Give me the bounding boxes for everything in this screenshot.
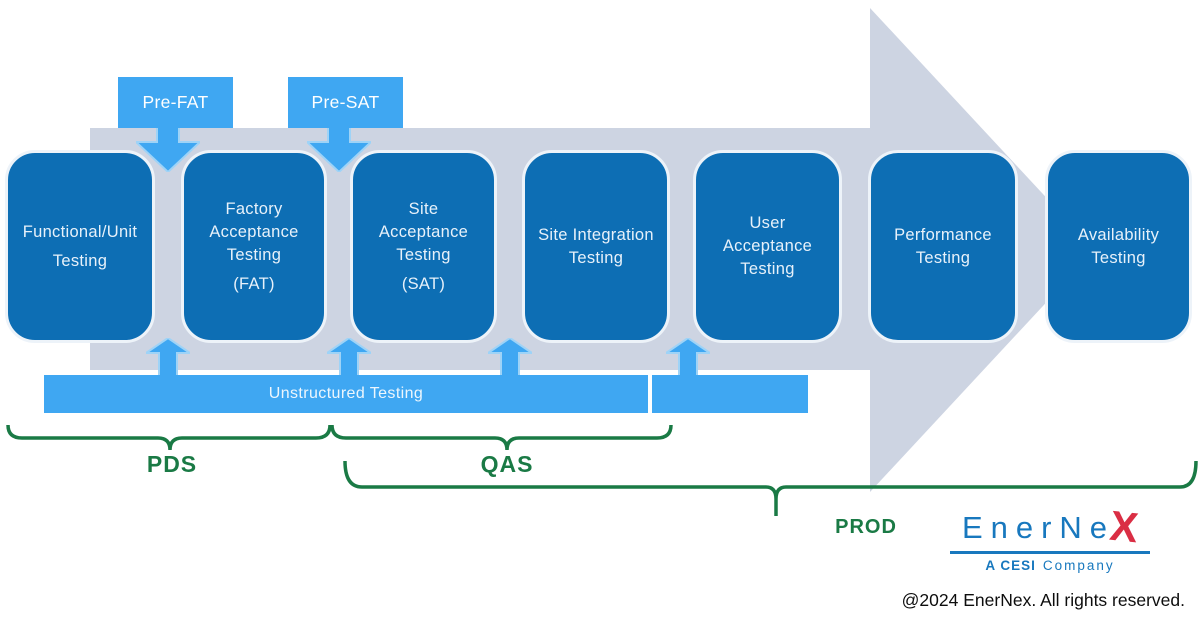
unstructured-up-arrow-icon [488,338,532,378]
unstructured-testing-label: Unstructured Testing [268,385,424,402]
environment-label-prod: PROD [835,516,897,538]
pre-sat-tag: Pre-SAT [288,77,403,128]
unstructured-up-arrow-icon [666,338,710,378]
environment-label-qas: QAS [480,451,534,477]
enernex-logo-rule [950,551,1150,554]
phase-line: Testing [1091,248,1146,267]
pre-fat-label: Pre-FAT [142,92,209,112]
unstructured-up-arrow-icon [146,338,190,378]
phase-line: Acceptance [722,237,813,255]
phase-line: Testing [52,251,108,270]
phase-line: Acceptance [209,222,299,241]
unstructured-testing-bar-segment [652,375,808,413]
enernex-logo-wordmark: EnerNeX [940,500,1160,552]
pre-fat-down-arrow-icon [136,126,200,172]
pre-sat-label: Pre-SAT [311,92,380,112]
phase-line: Testing [915,248,971,267]
cesi-label: A CESI [985,557,1036,573]
environment-label-pds: PDS [146,451,198,477]
phase-line: Testing [568,248,624,267]
pre-sat-down-arrow-icon [307,126,371,172]
copyright-notice: @2024 EnerNex. All rights reserved. [901,590,1185,610]
pds-brace [6,424,332,451]
unstructured-up-arrow-icon [327,338,371,378]
phase-line: Testing [226,245,282,264]
phase-line: (SAT) [401,274,446,293]
phase-line: Site Integration [538,225,654,244]
enernex-logo: EnerNeX A CESI Company [940,500,1160,573]
pre-fat-tag: Pre-FAT [118,77,233,128]
phase-line: (FAT) [233,274,275,293]
phase-line: Factory [225,199,283,218]
phase-line: Performance [894,225,992,244]
phase-line: Functional/Unit [22,222,138,241]
enernex-logo-x: X [1107,501,1141,552]
phase-line: Availability [1077,225,1160,244]
phase-line: Testing [740,260,795,278]
enernex-logo-subtitle: A CESI Company [940,558,1160,573]
enernex-logo-text: EnerNe [961,510,1116,545]
unstructured-testing-bar: Unstructured Testing [44,375,648,413]
phase-line: User [749,214,786,232]
phase-line: Testing [396,245,451,264]
phase-line: Site [408,199,439,218]
company-label: Company [1042,557,1115,573]
phase-line: Acceptance [378,222,469,241]
qas-brace [330,424,673,451]
